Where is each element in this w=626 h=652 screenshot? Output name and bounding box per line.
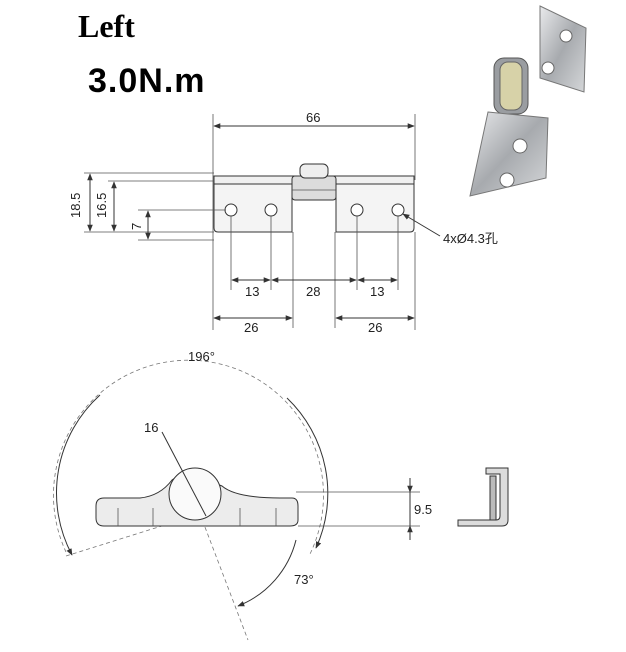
side-label: Left [78, 8, 135, 44]
side-view: 196° 73° 16 9.5 [53, 349, 509, 641]
dim-hole-spacing-right: 13 [370, 284, 384, 299]
dim-offset: 9.5 [414, 502, 432, 517]
dim-diameter: 16 [144, 420, 158, 435]
dim-low-angle: 73° [294, 572, 314, 587]
dim-open-angle: 196° [188, 349, 215, 364]
top-view: 66 18.5 16.5 7 13 28 13 [68, 110, 498, 335]
dim-height-7: 7 [129, 223, 144, 230]
dim-leaf-width-right: 26 [368, 320, 382, 335]
dim-hole-spacing-center: 28 [306, 284, 320, 299]
hinge-photo [469, 5, 587, 197]
dim-height-18-5: 18.5 [68, 193, 83, 218]
dim-height-16-5: 16.5 [94, 193, 109, 218]
dim-leaf-width-left: 26 [244, 320, 258, 335]
hole-note: 4xØ4.3孔 [443, 231, 498, 246]
dim-hole-spacing-left: 13 [245, 284, 259, 299]
dim-overall-width: 66 [306, 110, 320, 125]
torque-label: 3.0N.m [88, 62, 206, 100]
